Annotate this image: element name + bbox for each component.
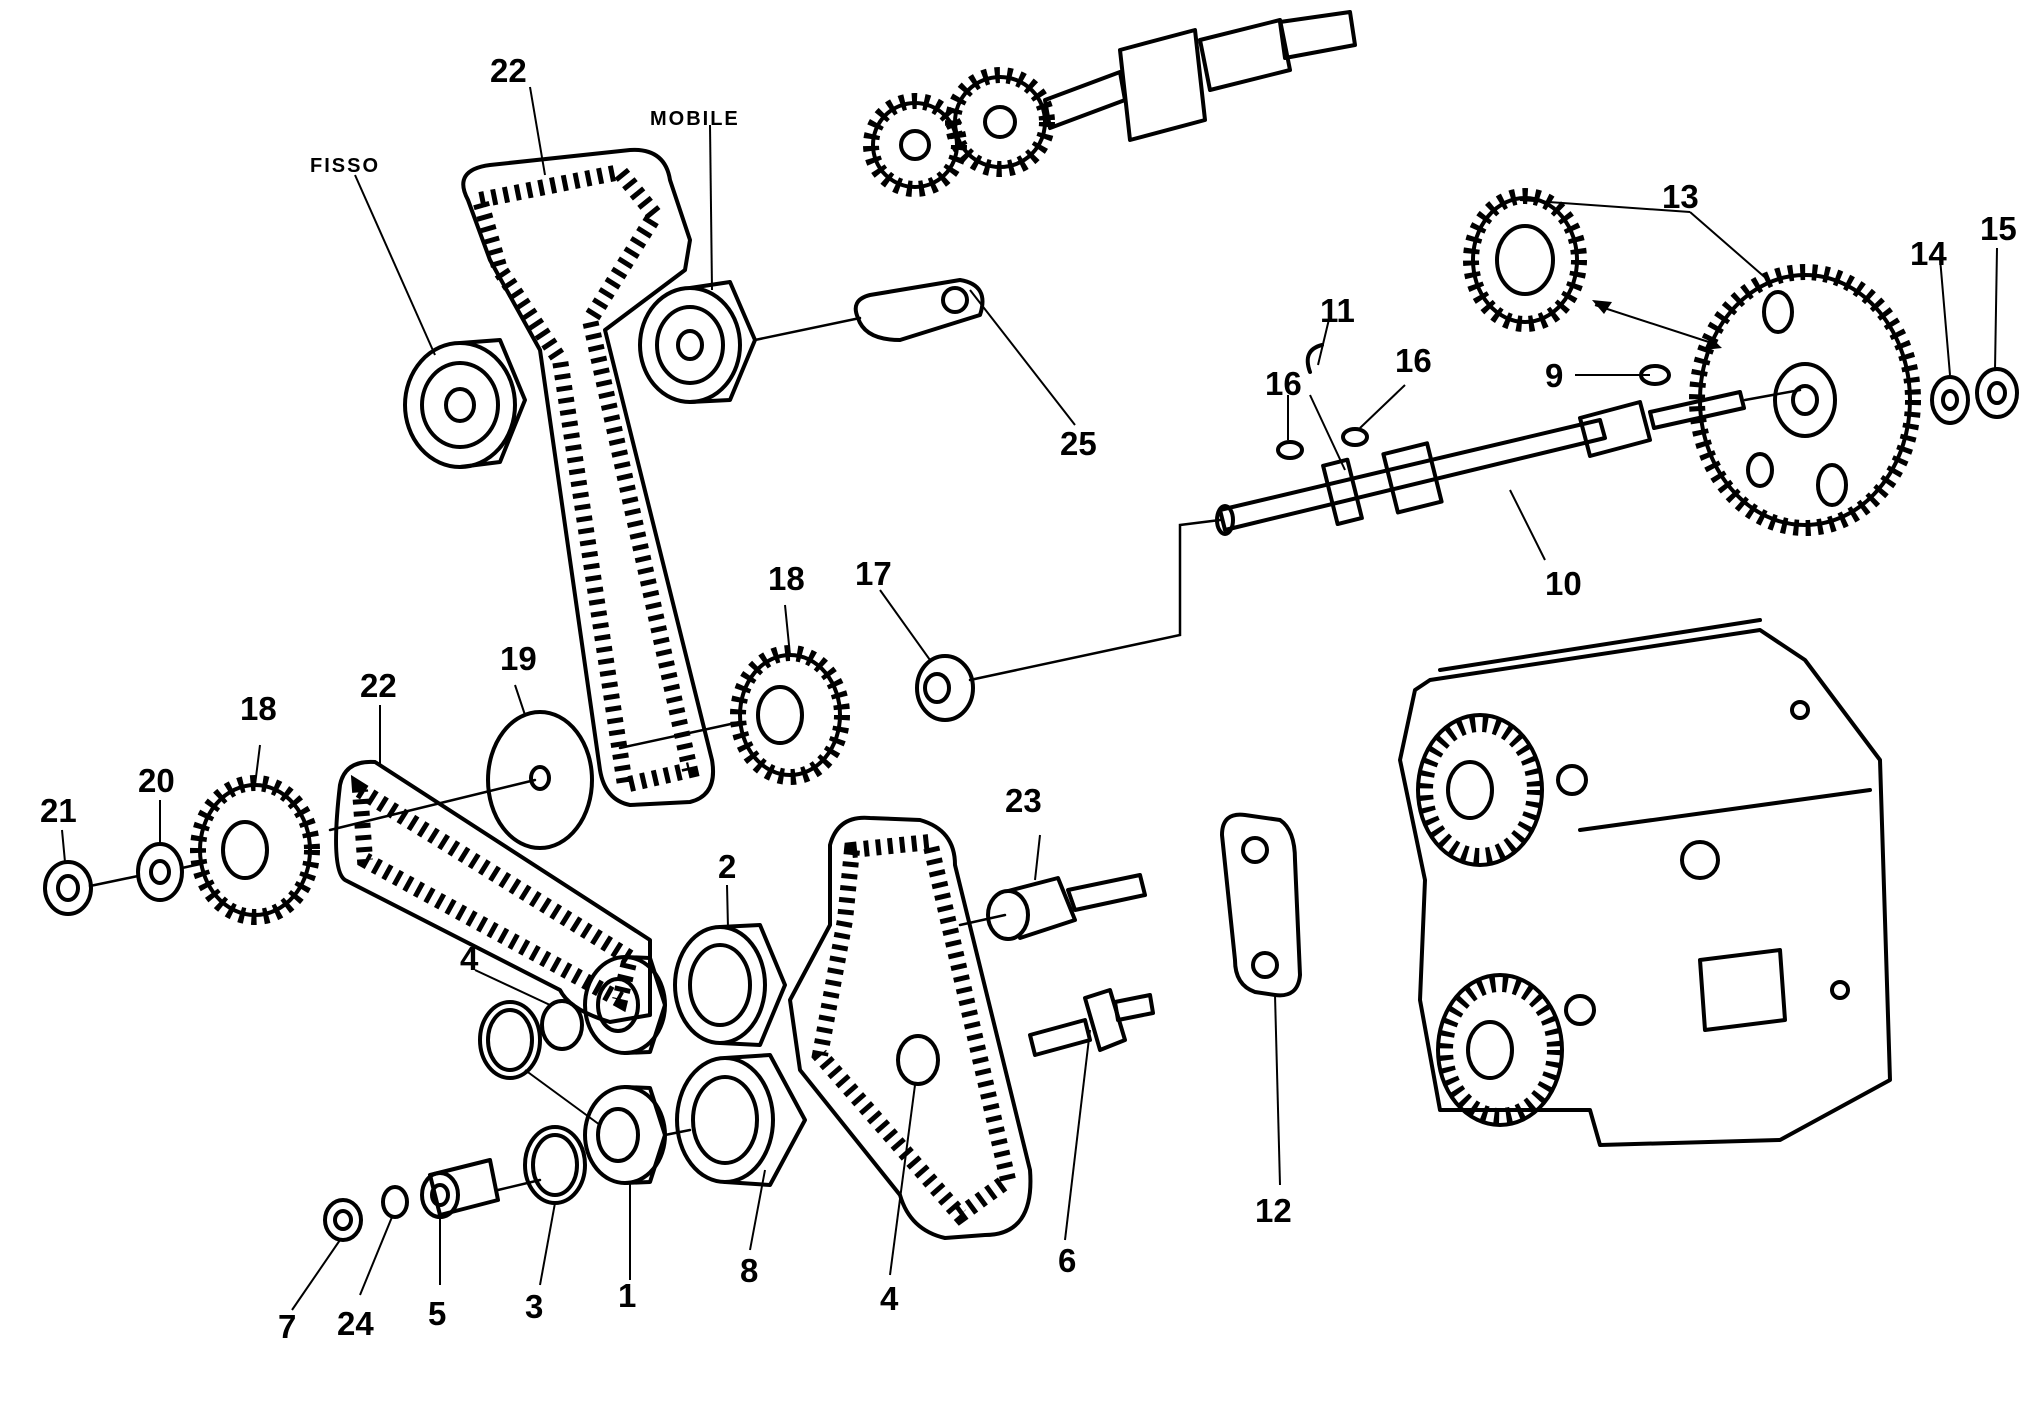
callout-11: 11 (1320, 292, 1355, 329)
callout-1: 1 (618, 1277, 636, 1314)
callout-17: 17 (855, 555, 892, 592)
callout-22-upper: 22 (490, 52, 527, 89)
ring-4-lower (896, 1034, 940, 1086)
link-plate-12 (1220, 812, 1302, 998)
callout-13: 13 (1662, 178, 1699, 215)
stud-6 (1028, 988, 1155, 1057)
gear-13-large (1689, 264, 1921, 536)
sprocket-18-upper (730, 645, 850, 785)
callout-3: 3 (525, 1288, 543, 1325)
label-mobile: MOBILE (650, 108, 740, 130)
bushing-5 (420, 1158, 500, 1219)
sprocket-18-lower (190, 775, 320, 925)
spacer-17 (915, 654, 975, 722)
callout-4-upper: 4 (460, 940, 479, 977)
pulley-2 (673, 923, 787, 1047)
camshaft-assembly (863, 10, 1357, 197)
callout-18-lower: 18 (240, 690, 277, 727)
circlip-upper (478, 1000, 542, 1080)
callout-15: 15 (1980, 210, 2017, 247)
upper-timing-belt (461, 147, 715, 807)
lower-timing-belt-left (334, 759, 652, 1024)
callout-10: 10 (1545, 565, 1582, 602)
mobile-idler-pulley (638, 280, 862, 404)
ring-4-upper (540, 999, 584, 1051)
callout-20: 20 (138, 762, 175, 799)
engine-block (1398, 618, 1892, 1147)
callout-21: 21 (40, 792, 77, 829)
callout-9: 9 (1545, 357, 1563, 394)
callout-leader-lines (61, 86, 1998, 1311)
lower-timing-belt-right (788, 815, 1033, 1240)
gear-13-small (1463, 188, 1587, 332)
fixed-idler-pulley (403, 338, 527, 469)
bearing-upper (583, 955, 667, 1055)
callout-5: 5 (428, 1295, 446, 1332)
callout-22-lower: 22 (360, 667, 397, 704)
washer-14 (1930, 375, 1970, 425)
washer-20 (136, 842, 184, 902)
callout-4-lower: 4 (880, 1280, 899, 1317)
callout-16-right: 16 (1395, 342, 1432, 379)
tensioner-bracket (853, 278, 985, 342)
callout-2: 2 (718, 848, 736, 885)
callout-8: 8 (740, 1252, 758, 1289)
callout-18-upper: 18 (768, 560, 805, 597)
callout-14: 14 (1910, 235, 1947, 272)
callout-24: 24 (337, 1305, 374, 1342)
callout-16-left: 16 (1265, 365, 1302, 402)
disc-19 (486, 710, 594, 850)
shaft-10 (1215, 388, 1802, 536)
bearing-1 (583, 1085, 667, 1185)
ring-3 (523, 1125, 587, 1205)
callout-19: 19 (500, 640, 537, 677)
ring-24 (381, 1185, 409, 1219)
callout-6: 6 (1058, 1242, 1076, 1279)
nut-7 (323, 1198, 363, 1242)
pulley-8 (675, 1053, 807, 1187)
callout-23: 23 (1005, 782, 1042, 819)
nut-15 (1975, 367, 2019, 419)
callout-25: 25 (1060, 425, 1097, 462)
nut-21 (43, 860, 93, 916)
callout-12: 12 (1255, 1192, 1292, 1229)
callout-7: 7 (278, 1308, 296, 1345)
callout-labels: FISSO MOBILE 22 25 13 14 15 11 16 16 9 1… (40, 52, 2017, 1345)
stud-23 (958, 873, 1147, 941)
label-fixed: FISSO (310, 155, 380, 177)
